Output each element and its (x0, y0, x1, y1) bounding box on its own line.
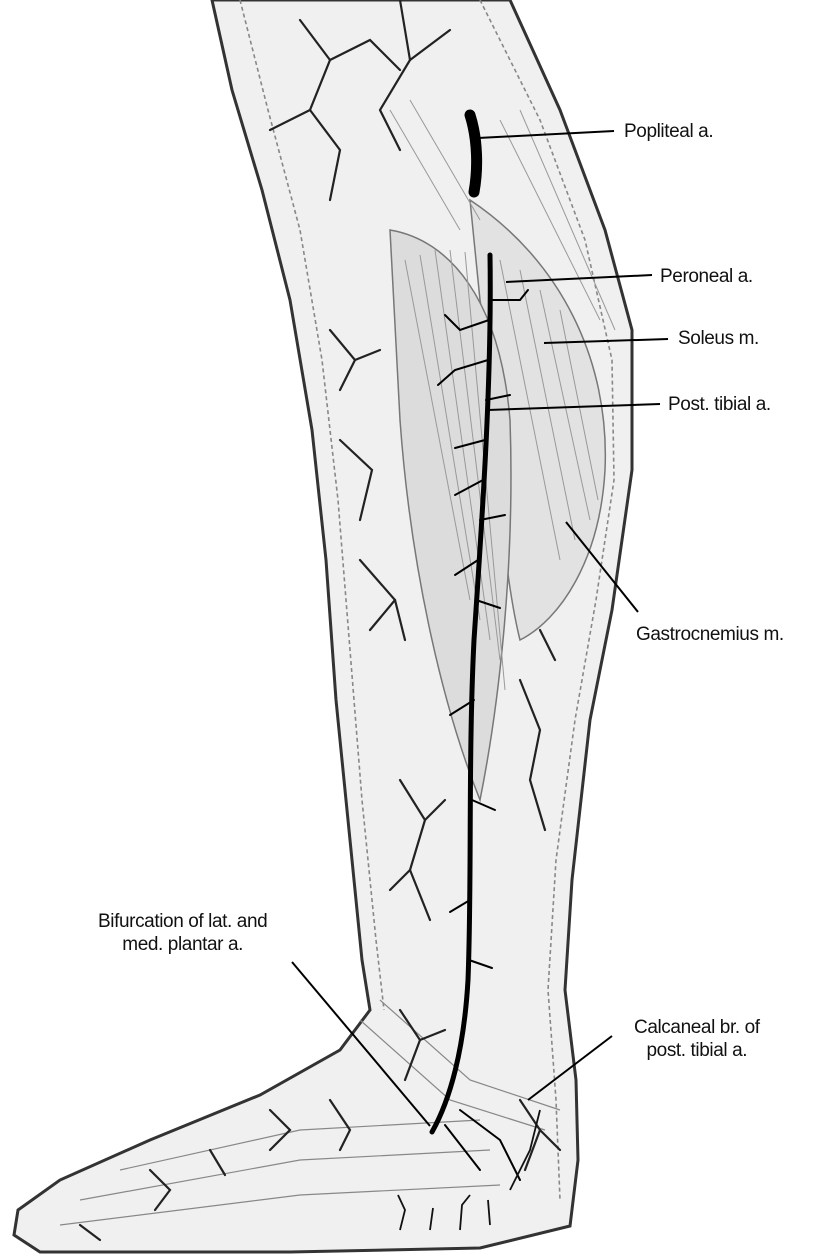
leader-post-tibial (487, 403, 661, 411)
leader-bifurcation (291, 961, 431, 1127)
arterial-branches (437, 289, 529, 1181)
label-posterior-tibial-artery: Post. tibial a. (668, 394, 771, 415)
leader-lines (291, 130, 669, 1127)
label-soleus-muscle: Soleus m. (678, 328, 759, 349)
label-bifurcation-line1: Bifurcation of lat. and (98, 911, 268, 932)
calcaneal-branches (397, 1109, 541, 1231)
label-popliteal-artery: Popliteal a. (624, 121, 714, 142)
popliteal-artery (464, 109, 483, 198)
label-bifurcation-plantar: Bifurcation of lat. and med. plantar a. (98, 910, 268, 956)
tendon-lines (59, 999, 561, 1226)
leader-calcaneal (527, 1035, 613, 1101)
soleus-muscle (389, 229, 512, 803)
inner-contour-right (479, 0, 615, 1201)
leader-gastrocnemius (565, 521, 639, 613)
posterior-tibial-artery (429, 252, 493, 1135)
label-peroneal-artery: Peroneal a. (660, 266, 753, 287)
inner-contour-left (239, 0, 385, 1011)
leader-popliteal (477, 130, 615, 139)
label-bifurcation-line2: med. plantar a. (122, 934, 244, 955)
label-calcaneal-line1: Calcaneal br. of (634, 1017, 760, 1038)
label-gastrocnemius-muscle: Gastrocnemius m. (636, 624, 784, 645)
leader-soleus (543, 338, 669, 344)
label-calcaneal-branch: Calcaneal br. of post. tibial a. (634, 1016, 760, 1062)
label-calcaneal-line2: post. tibial a. (646, 1040, 748, 1061)
superficial-vessels (78, 0, 562, 1242)
leader-peroneal (505, 274, 653, 283)
